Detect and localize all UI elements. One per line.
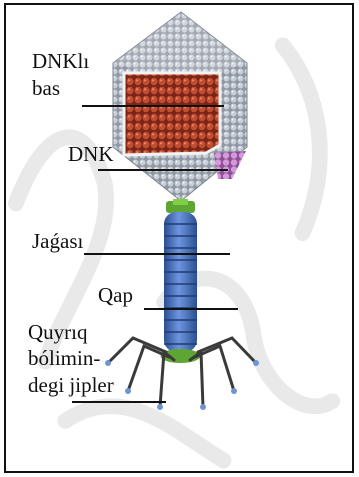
dna-purple-region [214, 151, 246, 179]
label-tail-fibers-line3: degi jipler [28, 373, 114, 397]
label-tail-fibers-line2: bólimin- [28, 346, 100, 370]
label-head-dna-line2: bas [32, 76, 60, 100]
tail-sheath [164, 212, 197, 352]
dna-red-region [124, 73, 220, 155]
label-dna: DNK [68, 142, 114, 166]
label-sheath: Qap [98, 283, 133, 307]
label-head-dna-line1: DNKlı [32, 49, 89, 73]
label-tail-fibers-line1: Quyrıq [28, 320, 88, 344]
collar [166, 199, 195, 213]
diagram-frame: DNKlı bas DNK Jaǵası Qap Quyrıq bólimin-… [4, 3, 354, 473]
leader-collar [84, 253, 230, 255]
leader-dna [98, 169, 228, 171]
leader-sheath [144, 308, 238, 310]
leader-head-dna [82, 105, 224, 107]
leader-tail-fibers [72, 401, 166, 403]
label-collar: Jaǵası [32, 229, 83, 253]
